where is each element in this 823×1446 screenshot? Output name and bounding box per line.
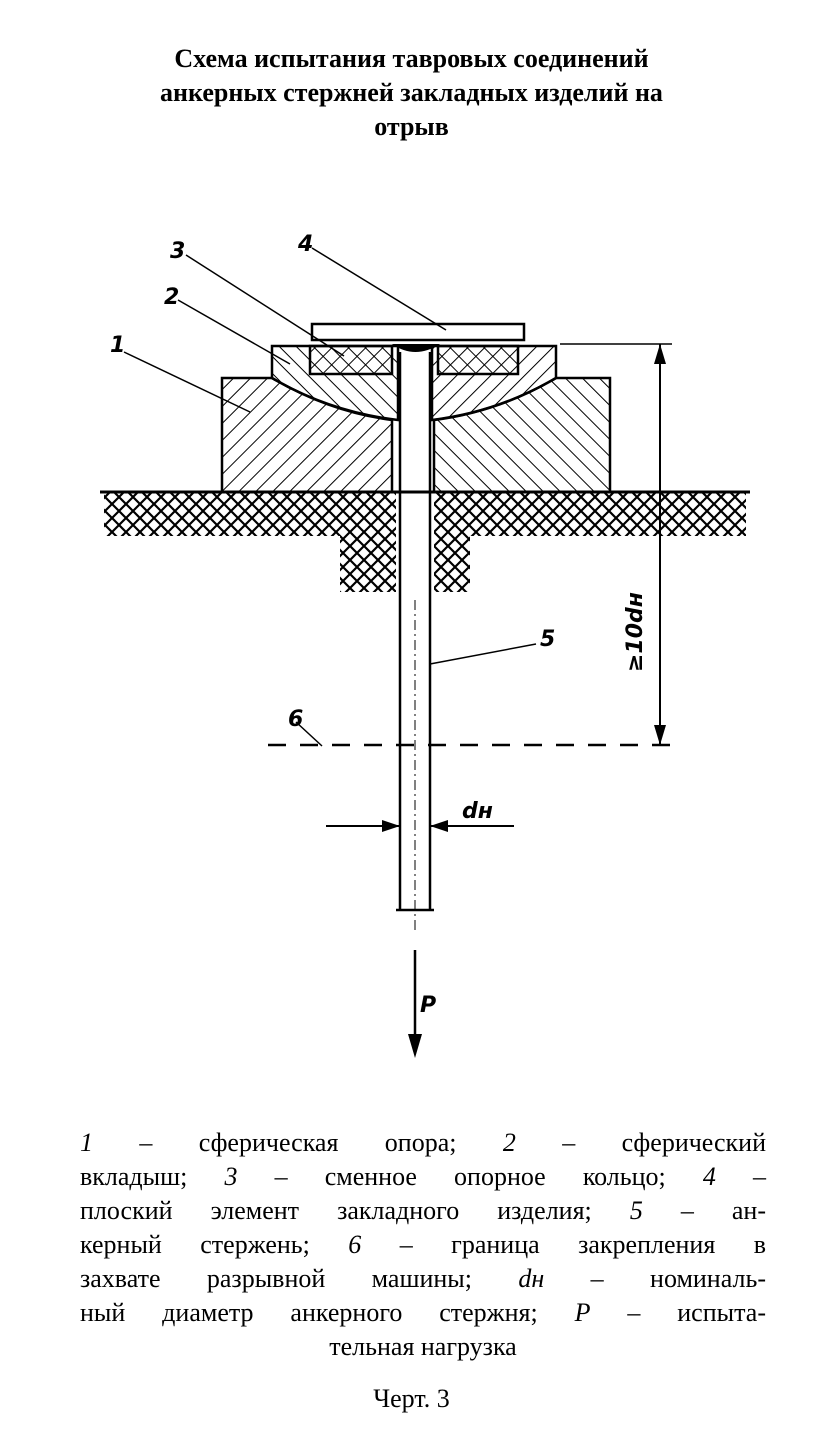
callout-5: 5 bbox=[540, 627, 555, 652]
title-line-3: отрыв bbox=[374, 112, 449, 141]
leader-lines bbox=[123, 247, 537, 747]
load-arrow bbox=[408, 950, 422, 1058]
legend-line-1: 1 – сферическая опора; 2 – сферический bbox=[80, 1128, 766, 1157]
callout-1: 1 bbox=[110, 333, 125, 358]
title-line-2: анкерных стержней закладных изделий на bbox=[160, 78, 663, 107]
support-ring bbox=[308, 344, 520, 376]
legend-line-2: вкладыш; 3 – сменное опорное кольцо; 4 – bbox=[80, 1162, 767, 1191]
dimension-10dn bbox=[560, 343, 672, 745]
anchor-rod bbox=[396, 352, 434, 930]
legend-line-5: захвате разрывной машины; dн – номиналь- bbox=[80, 1264, 766, 1293]
legend: 1 – сферическая опора; 2 – сферический в… bbox=[80, 1126, 766, 1364]
legend-line-7: тельная нагрузка bbox=[329, 1332, 517, 1361]
callout-4: 4 bbox=[297, 232, 313, 257]
figure-caption: Черт. 3 bbox=[373, 1384, 450, 1413]
legend-line-4: керный стержень; 6 – граница закрепления… bbox=[80, 1230, 766, 1259]
dimension-dn bbox=[326, 820, 514, 832]
dimension-label: ≥10dн bbox=[623, 592, 648, 672]
test-scheme-drawing: ≥10dн dн P 1 2 3 4 5 6 bbox=[100, 232, 750, 1058]
ground-base bbox=[100, 490, 750, 592]
dn-label: dн bbox=[462, 799, 493, 824]
callout-6: 6 bbox=[288, 707, 303, 732]
weld bbox=[392, 344, 440, 352]
flat-plate bbox=[310, 322, 526, 342]
load-label: P bbox=[420, 993, 436, 1018]
drawing-title: Схема испытания тавровых соединений анке… bbox=[0, 42, 823, 144]
legend-line-6: ный диаметр анкерного стержня; P – испыт… bbox=[80, 1298, 766, 1327]
legend-line-3: плоский элемент закладного изделия; 5 – … bbox=[80, 1196, 766, 1225]
title-line-1: Схема испытания тавровых соединений bbox=[174, 44, 649, 73]
callout-2: 2 bbox=[164, 285, 179, 310]
callout-3: 3 bbox=[170, 239, 185, 264]
spherical-support bbox=[220, 376, 612, 494]
